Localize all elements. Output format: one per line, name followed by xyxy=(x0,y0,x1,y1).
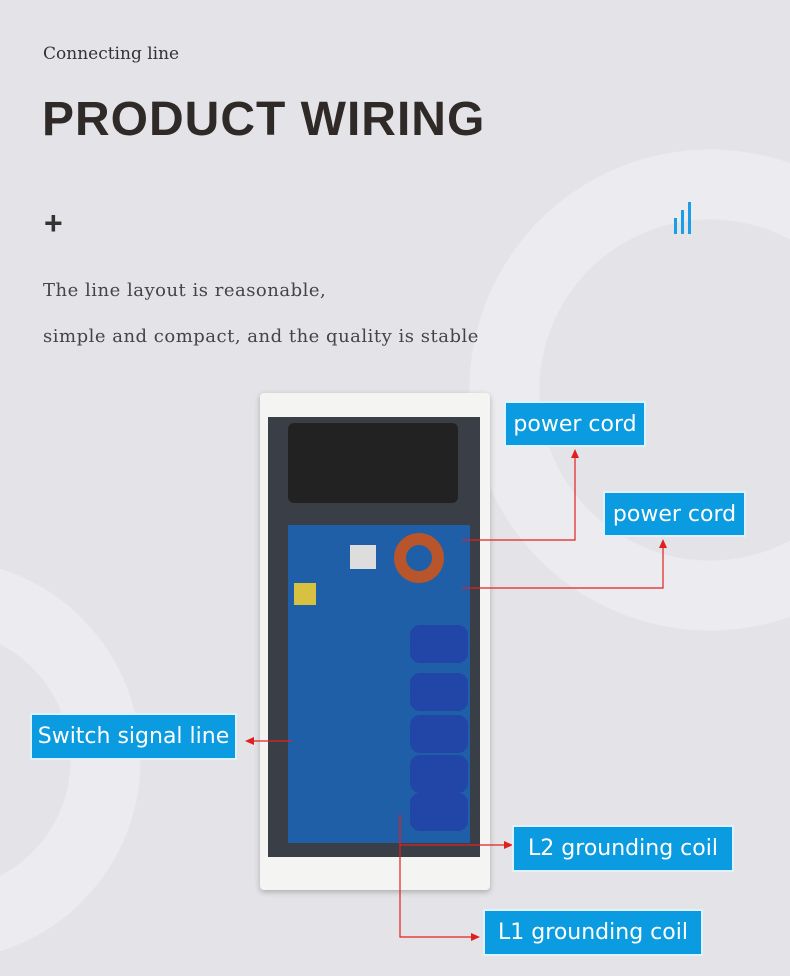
label-power-cord-2: power cord xyxy=(603,491,746,537)
capacitor xyxy=(410,625,468,663)
circuit-board xyxy=(288,525,470,843)
arrow-line-l2 xyxy=(399,815,508,846)
arrow-line-power-cord-2 xyxy=(462,546,664,589)
capacitor xyxy=(410,793,468,831)
page-title: PRODUCT WIRING xyxy=(42,93,486,146)
label-power-cord-1: power cord xyxy=(504,401,646,447)
arrow-line-power-cord-1 xyxy=(462,456,576,541)
transformer xyxy=(294,583,316,605)
product-photo xyxy=(260,393,490,890)
cooling-fan xyxy=(288,423,458,503)
description-line-2: simple and compact, and the quality is s… xyxy=(43,326,479,347)
signal-bars-icon xyxy=(674,200,696,234)
arrowhead xyxy=(571,449,579,458)
label-l2-grounding-coil: L2 grounding coil xyxy=(512,825,734,872)
label-l1-grounding-coil: L1 grounding coil xyxy=(483,909,703,956)
arrowhead xyxy=(245,737,254,745)
arrowhead xyxy=(471,933,480,941)
arrow-line-l1 xyxy=(399,815,474,938)
label-switch-signal-line: Switch signal line xyxy=(30,713,237,760)
capacitor xyxy=(410,673,468,711)
toroid-coil xyxy=(394,533,444,583)
transformer xyxy=(350,545,376,569)
section-subtitle: Connecting line xyxy=(43,44,180,64)
plus-icon: + xyxy=(44,205,63,241)
arrowhead xyxy=(504,841,513,849)
description-line-1: The line layout is reasonable, xyxy=(43,280,327,301)
capacitor xyxy=(410,715,468,753)
capacitor xyxy=(410,755,468,793)
arrowhead xyxy=(659,539,667,548)
